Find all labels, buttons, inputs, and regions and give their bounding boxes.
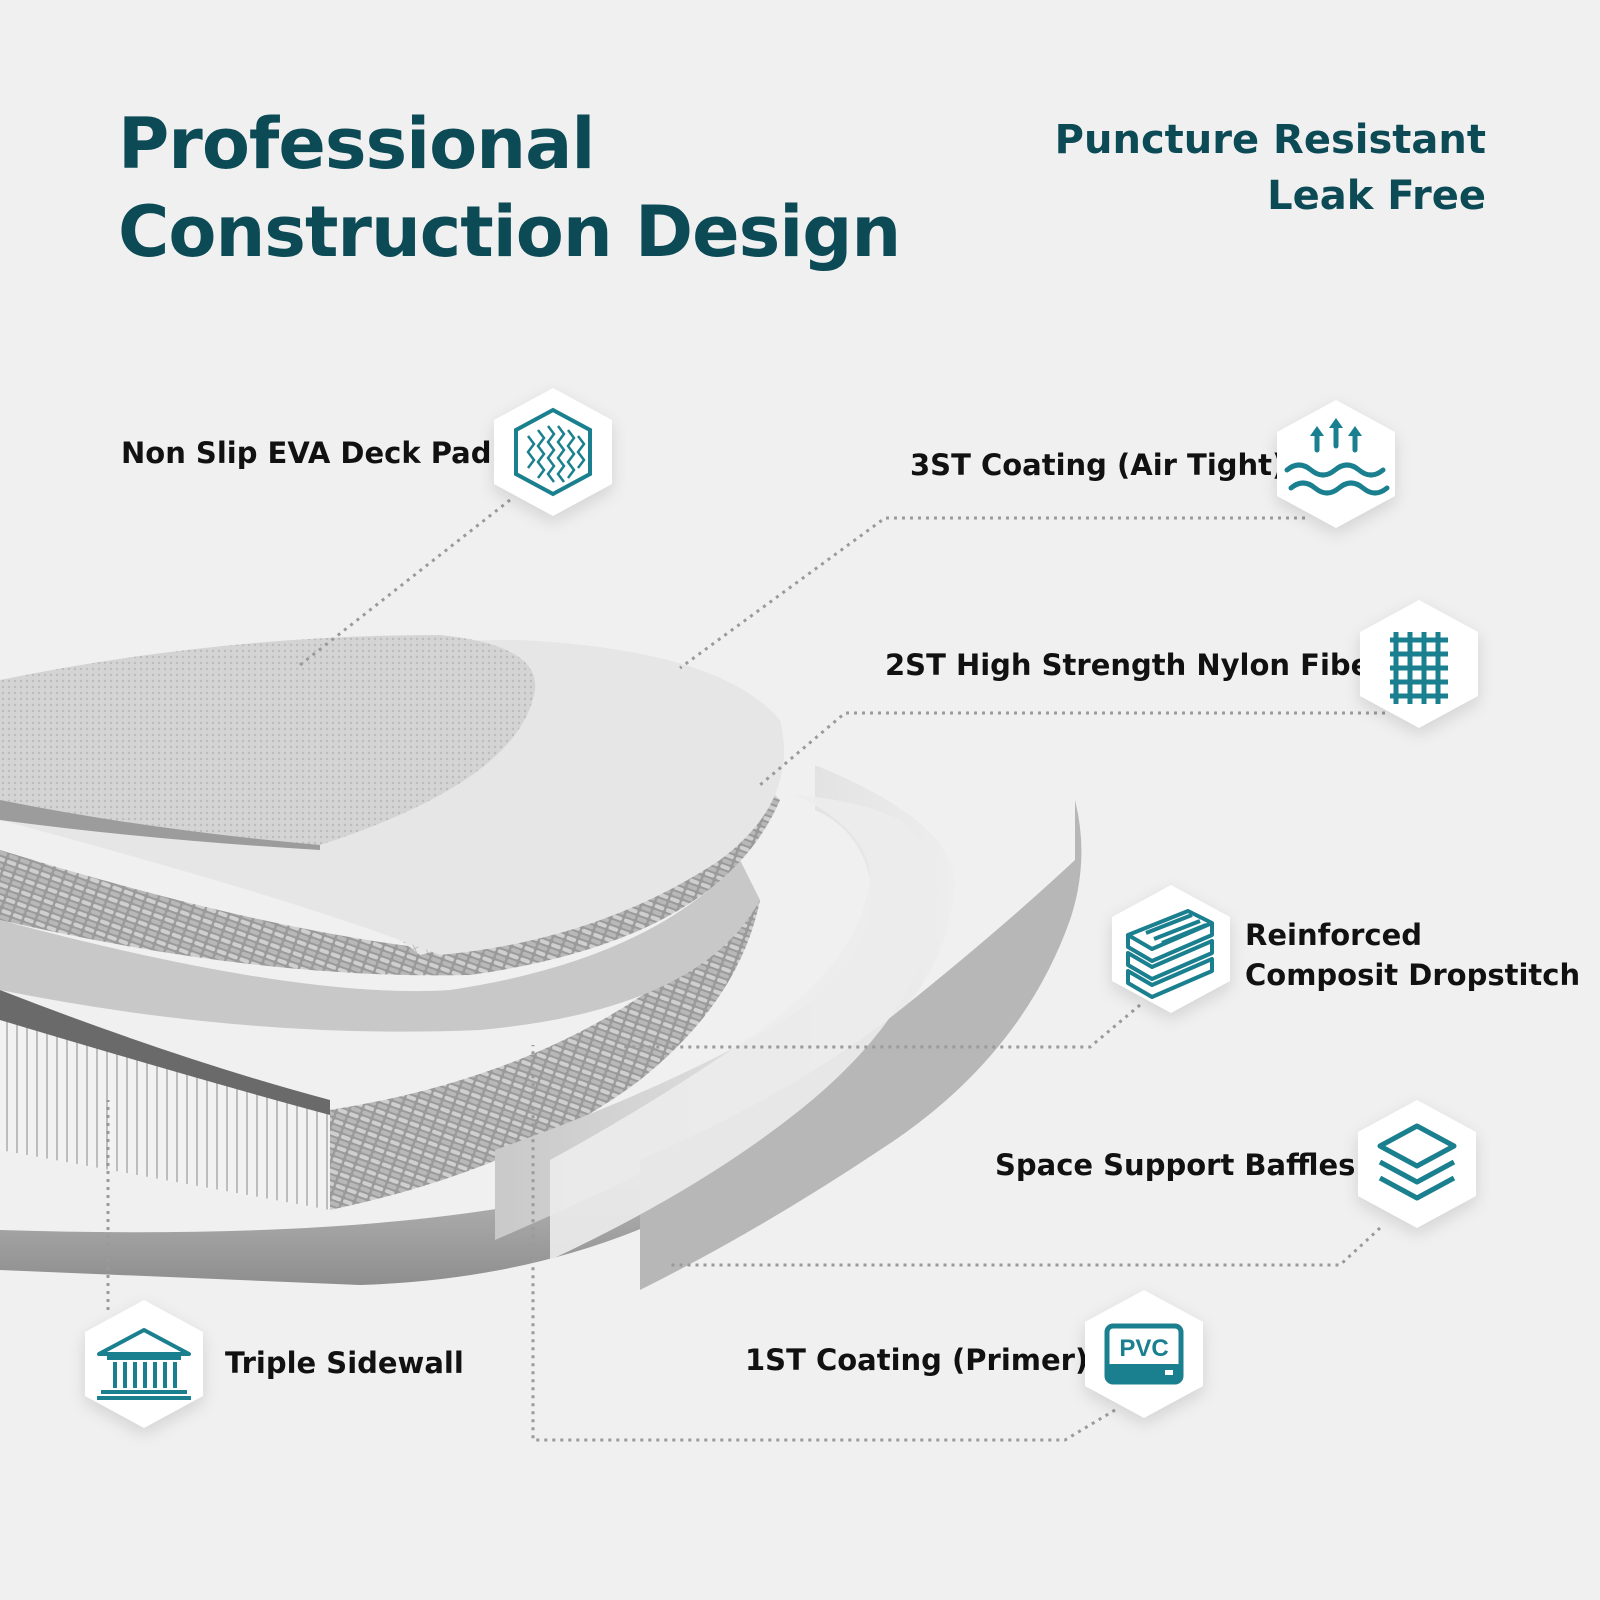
hex-badge-nylon (1360, 600, 1478, 728)
title-line-1: Professional (118, 103, 595, 185)
leader-line-dropstitch (620, 1003, 1141, 1049)
leader-line-baffles (670, 1226, 1382, 1267)
layered-diamonds-icon (1358, 1100, 1476, 1228)
air-tight-waves-icon (1277, 400, 1395, 528)
tagline-line-1: Puncture Resistant (1054, 117, 1486, 163)
inner-sheet-layer (0, 860, 760, 1032)
tagline: Puncture Resistant Leak Free (1055, 112, 1486, 224)
pvc-box-icon: PVC (1085, 1290, 1203, 1418)
label-dropstitch: Reinforced Composit Dropstitch (1245, 915, 1580, 995)
label-triple-sidewall: Triple Sidewall (225, 1346, 464, 1380)
label-space-baffles: Space Support Baffles (995, 1148, 1356, 1182)
dropstitch-core-layer (0, 1010, 330, 1210)
hex-badge-coat3 (1277, 400, 1395, 528)
tagline-line-2: Leak Free (1267, 173, 1486, 219)
title-line-2: Construction Design (118, 191, 901, 273)
label-3st-coating: 3ST Coating (Air Tight) (910, 448, 1286, 482)
hex-badge-sidewall (85, 1300, 203, 1428)
label-dropstitch-line-1: Reinforced (1245, 918, 1423, 952)
label-1st-coating: 1ST Coating (Primer) (745, 1343, 1089, 1377)
stacked-layers-icon (1112, 885, 1230, 1013)
dark-weave-layer (0, 780, 780, 976)
eva-deck-pad-layer (0, 635, 536, 845)
label-nylon-fiber: 2ST High Strength Nylon Fiber (885, 648, 1385, 682)
leader-line-nylon (759, 711, 1385, 787)
hex-badge-eva (494, 388, 612, 516)
hex-badge-coat1: PVC (1085, 1290, 1203, 1418)
zigzag-texture-icon (494, 388, 612, 516)
woven-sidewall-layer (330, 880, 760, 1210)
outer-strip-3 (550, 795, 936, 1260)
page-title: Professional Construction Design (118, 100, 901, 276)
label-eva-deck-pad: Non Slip EVA Deck Pad (121, 436, 492, 470)
pillared-building-icon (85, 1300, 203, 1428)
label-dropstitch-line-2: Composit Dropstitch (1245, 958, 1581, 992)
hex-badge-baffles (1358, 1100, 1476, 1228)
grid-mesh-icon (1360, 600, 1478, 728)
pvc-icon-text: PVC (1119, 1335, 1168, 1362)
outer-strip-1 (495, 765, 955, 1240)
hex-badge-dropstitch (1112, 885, 1230, 1013)
